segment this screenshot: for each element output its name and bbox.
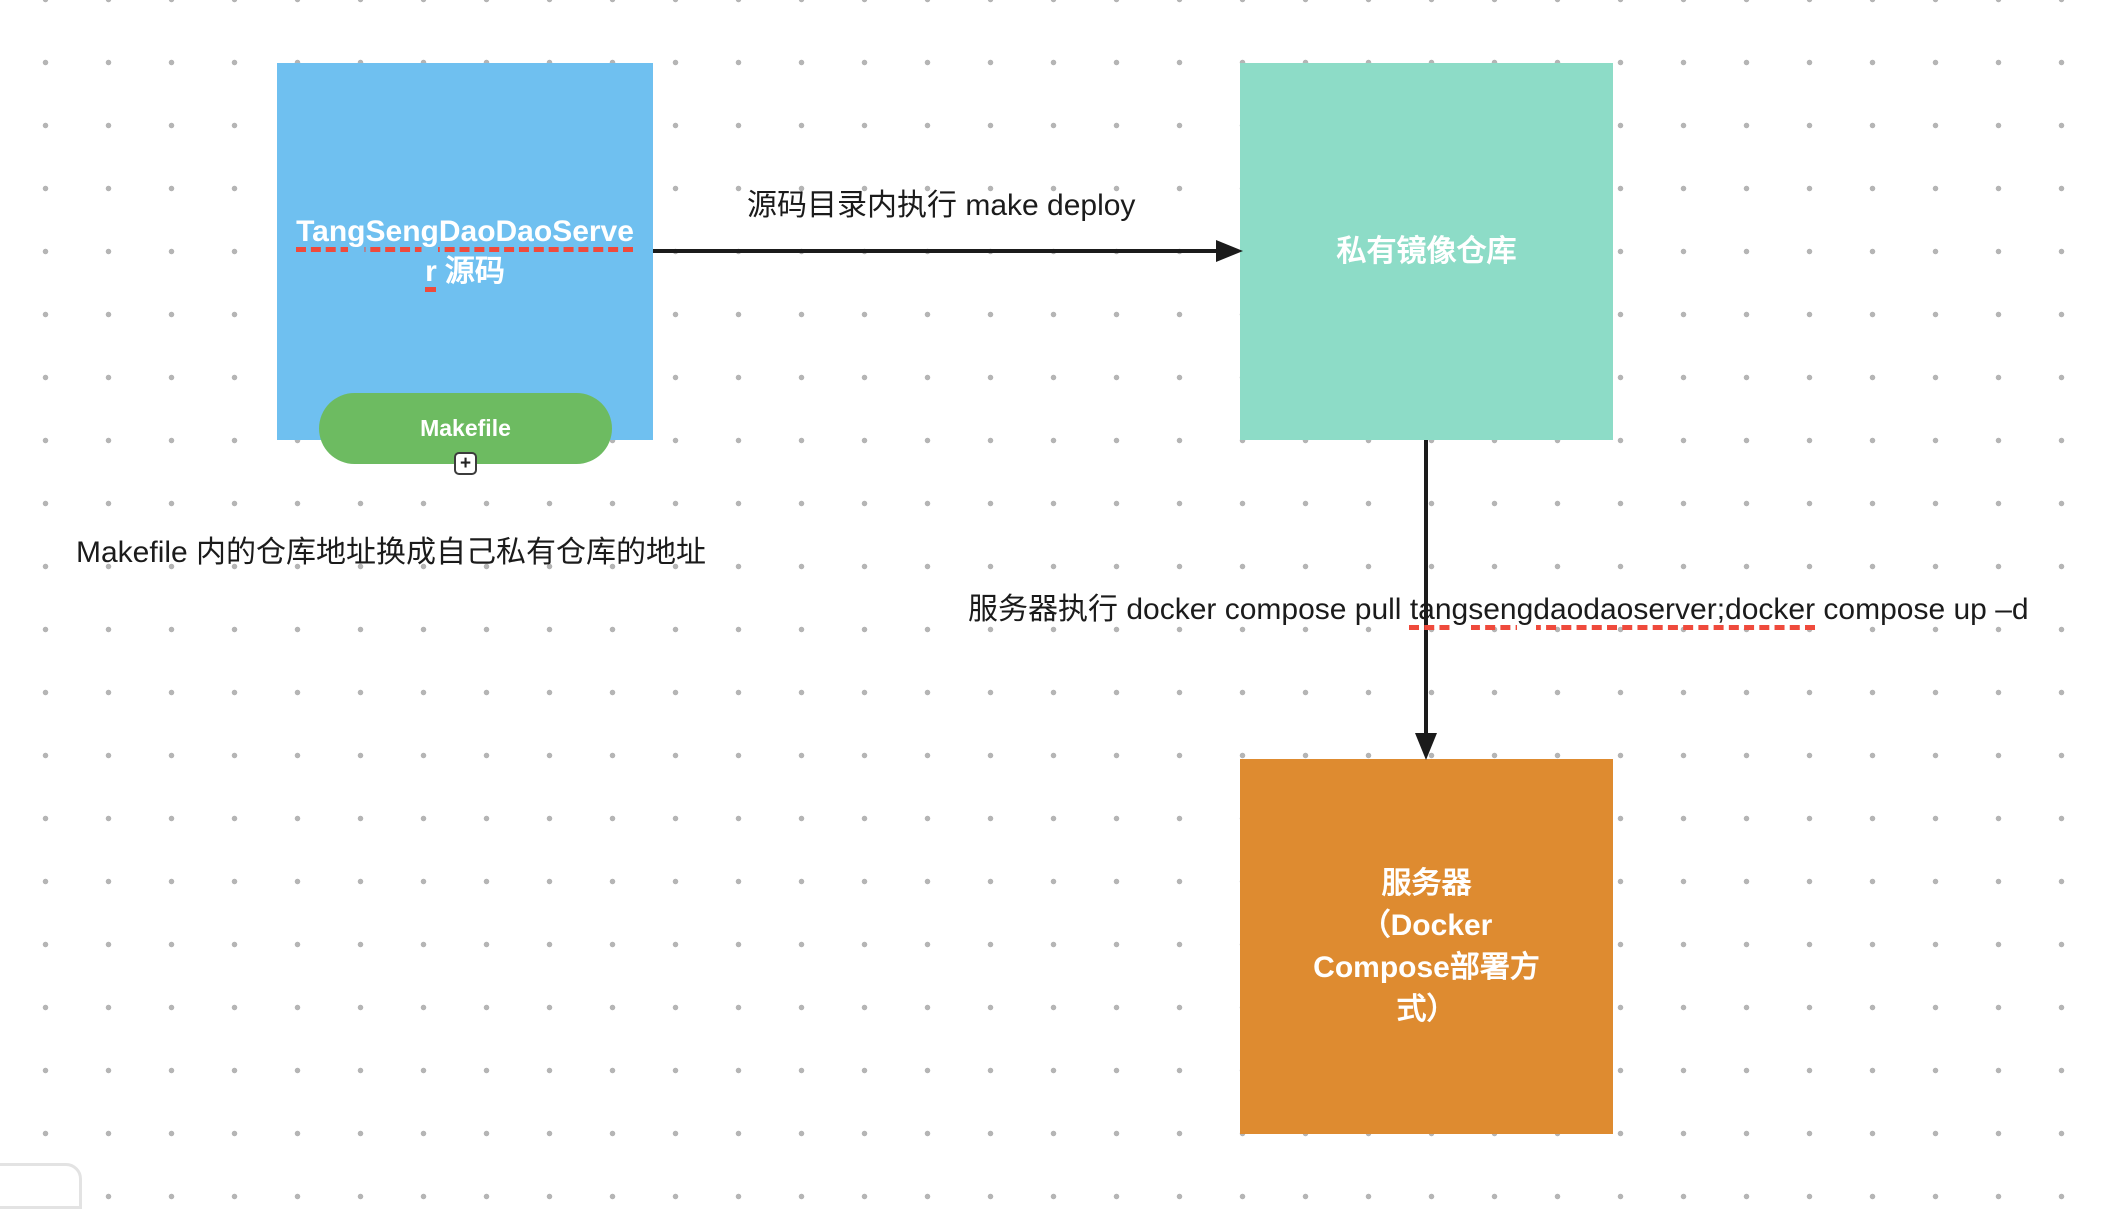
node-server-title: 服务器 （Docker Compose部署方 式） [1313,866,1540,1026]
arrowhead-down-icon [1415,733,1437,760]
edge-make-deploy-line [653,249,1221,253]
arrowhead-right-icon [1216,240,1243,262]
edge-compose-pull-line [1424,440,1428,736]
node-source-title-en: TangSengDaoDaoServer [296,214,634,288]
edge-label-compose-pull-prefix: 服务器执行 docker compose pull [968,593,1410,626]
makefile-note-text[interactable]: Makefile 内的仓库地址换成自己私有仓库的地址 [76,536,707,569]
corner-widget[interactable] [0,1163,82,1209]
node-registry-title: 私有镜像仓库 [1336,234,1517,268]
node-private-registry[interactable]: 私有镜像仓库 [1240,63,1613,440]
plus-icon[interactable]: + [454,452,477,475]
edge-label-compose-pull-underlined: tangsengdaodaoserver;docker [1409,593,1816,626]
node-server-docker-compose[interactable]: 服务器 （Docker Compose部署方 式） [1240,759,1613,1134]
edge-label-make-deploy[interactable]: 源码目录内执行 make deploy [747,189,1136,222]
edge-label-compose-pull[interactable]: 服务器执行 docker compose pull tangsengdaodao… [968,584,2029,628]
plus-icon-glyph: + [459,453,472,474]
node-source-title-zh: 源码 [444,254,505,288]
makefile-badge-label: Makefile [420,415,511,441]
edge-label-compose-pull-suffix: compose up –d [1815,593,2029,626]
